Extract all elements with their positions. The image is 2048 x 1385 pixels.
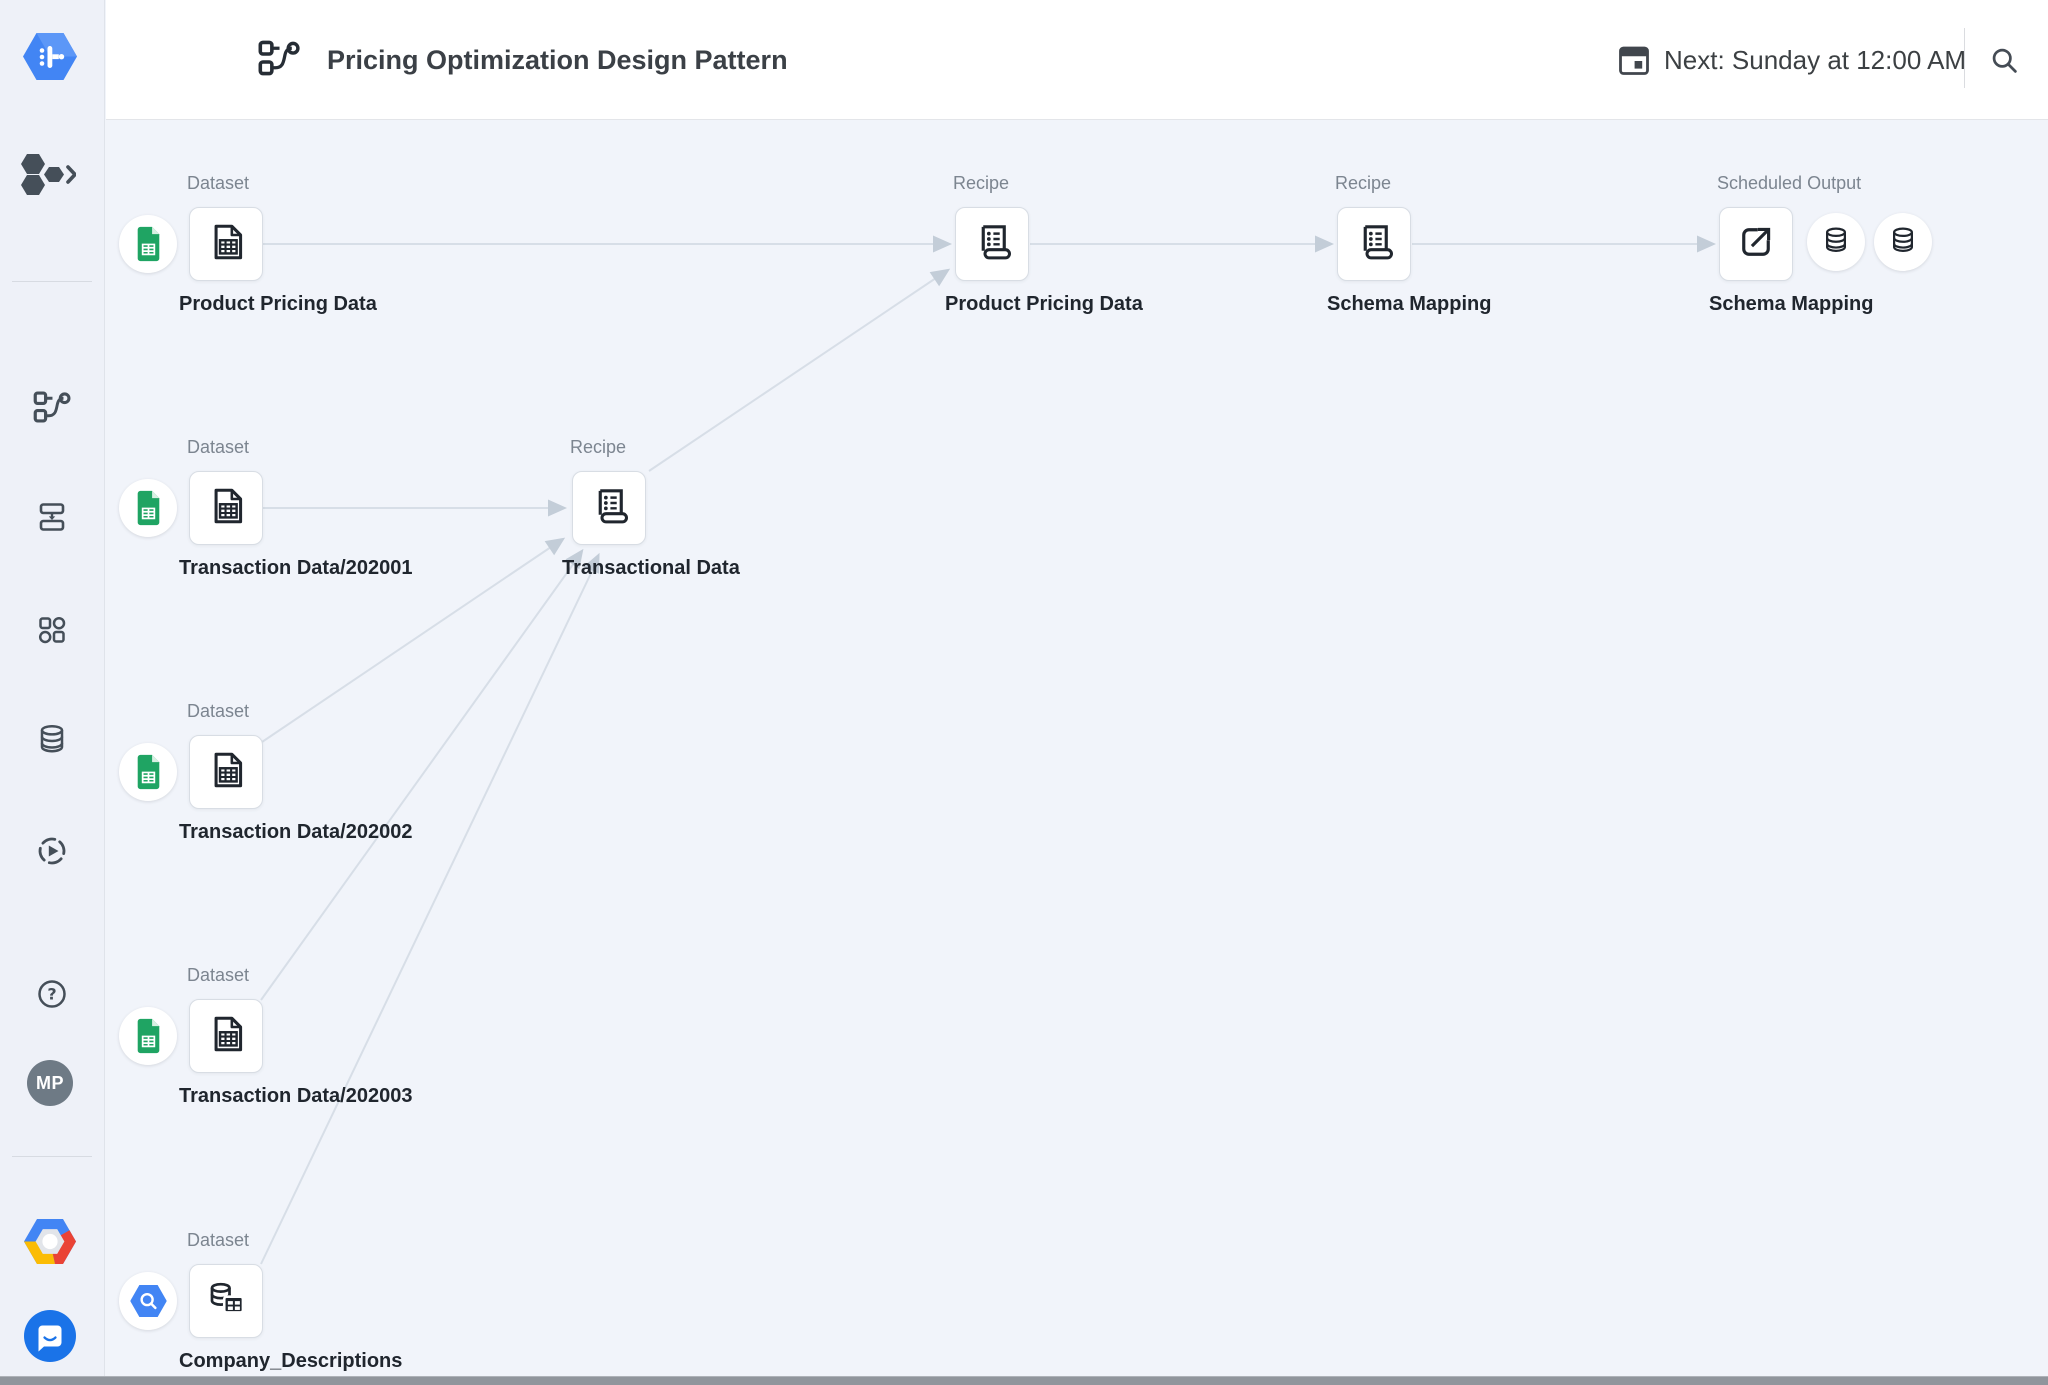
chat-icon: [24, 1310, 76, 1367]
avatar: MP: [27, 1060, 73, 1106]
help-icon: [36, 978, 68, 1015]
sidebar-item-connections[interactable]: [34, 721, 70, 762]
page-title: Pricing Optimization Design Pattern: [327, 44, 788, 75]
hexagons-chevron-icon: [18, 153, 76, 200]
node-title: Transactional Data: [562, 557, 740, 579]
node-recipe-product-pricing[interactable]: [955, 207, 1029, 281]
left-sidebar: MP: [0, 0, 105, 1385]
node-type-label: Recipe: [570, 437, 627, 457]
output-destination-database[interactable]: [1874, 213, 1932, 271]
search-icon: [1990, 46, 2019, 75]
node-type-label: Dataset: [187, 437, 250, 457]
sidebar-item-help[interactable]: [36, 978, 68, 1015]
node-recipe-schema-mapping[interactable]: [1337, 207, 1411, 281]
sidebar-item-plans[interactable]: [36, 501, 68, 538]
expand-flows-button[interactable]: [18, 153, 76, 200]
google-sheets-badge: [119, 1007, 177, 1065]
node-type-label: Dataset: [187, 173, 250, 193]
sidebar-item-job-history[interactable]: [36, 835, 68, 872]
database-icon: [1820, 224, 1852, 261]
flow-icon: [258, 40, 300, 81]
google-cloud-icon: [24, 1219, 76, 1269]
spreadsheet-file-icon: [205, 221, 247, 268]
calendar-icon: [1616, 42, 1652, 78]
spreadsheet-file-icon: [205, 1013, 247, 1060]
spreadsheet-file-icon: [205, 485, 247, 532]
bigquery-badge: [119, 1272, 177, 1330]
search-button[interactable]: [1990, 0, 2019, 120]
node-ds-transaction-202003[interactable]: [189, 999, 263, 1073]
sidebar-divider: [12, 281, 92, 282]
node-title: Transaction Data/202003: [179, 1085, 413, 1107]
node-title: Company_Descriptions: [179, 1350, 403, 1372]
schedule-label: Next: Sunday at 12:00 AM: [1664, 44, 1967, 75]
export-arrow-icon: [1735, 221, 1777, 268]
node-type-label: Dataset: [187, 701, 250, 721]
node-title: Product Pricing Data: [179, 293, 377, 315]
header-divider: [1964, 28, 1965, 88]
output-destination-database[interactable]: [1807, 213, 1865, 271]
spreadsheet-file-icon: [205, 749, 247, 796]
recipe-receipt-icon: [1353, 221, 1395, 268]
plan-icon: [36, 501, 68, 538]
node-ds-transaction-202002[interactable]: [189, 735, 263, 809]
node-title: Product Pricing Data: [945, 293, 1143, 315]
sidebar-divider: [12, 1156, 92, 1157]
google-sheets-badge: [119, 479, 177, 537]
recipe-receipt-icon: [588, 485, 630, 532]
sidebar-item-flows[interactable]: [33, 391, 71, 428]
google-cloud-logo[interactable]: [24, 1219, 76, 1269]
node-ds-transaction-202001[interactable]: [189, 471, 263, 545]
flow-icon: [33, 391, 71, 428]
node-title: Transaction Data/202001: [179, 557, 413, 579]
header: Pricing Optimization Design Pattern Next…: [106, 0, 2048, 120]
database-icon: [1887, 224, 1919, 261]
library-icon: [36, 614, 68, 651]
node-type-label: Dataset: [187, 965, 250, 985]
node-type-label: Recipe: [953, 173, 1010, 193]
support-chat-button[interactable]: [24, 1310, 76, 1367]
node-title: Transaction Data/202002: [179, 821, 413, 843]
run-jobs-icon: [36, 835, 68, 872]
node-ds-product-pricing[interactable]: [189, 207, 263, 281]
account-avatar[interactable]: MP: [27, 1060, 73, 1106]
horizontal-scrollbar[interactable]: [0, 1376, 2048, 1385]
sidebar-item-library[interactable]: [36, 614, 68, 651]
database-table-icon: [205, 1278, 247, 1325]
schedule-chip[interactable]: Next: Sunday at 12:00 AM: [1616, 0, 1966, 120]
google-sheets-badge: [119, 215, 177, 273]
node-type-label: Dataset: [187, 1230, 250, 1250]
node-ds-company-descriptions[interactable]: [189, 1264, 263, 1338]
node-type-label: Scheduled Output: [1717, 173, 1862, 193]
node-title: Schema Mapping: [1709, 293, 1874, 315]
node-output-schema-mapping[interactable]: [1719, 207, 1793, 281]
node-recipe-transactional[interactable]: [572, 471, 646, 545]
recipe-receipt-icon: [971, 221, 1013, 268]
node-title: Schema Mapping: [1327, 293, 1492, 315]
node-type-label: Recipe: [1335, 173, 1392, 193]
dataprep-logo[interactable]: [23, 33, 77, 80]
database-icon: [34, 721, 70, 762]
google-sheets-badge: [119, 743, 177, 801]
